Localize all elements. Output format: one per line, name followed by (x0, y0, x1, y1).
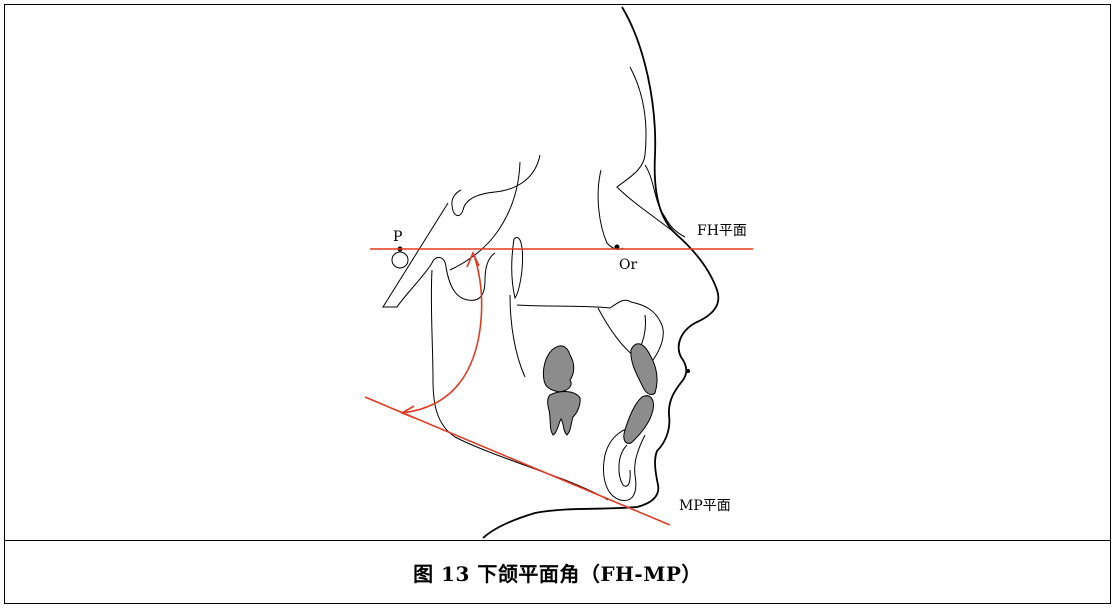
figure-frame: P Or FH平面 MP平面 图 13 下颌平面角（FH-MP） (4, 4, 1111, 604)
diagram-svg: P Or FH平面 MP平面 (364, 6, 753, 539)
sphenoid-contour (449, 161, 521, 271)
orbitale-label: Or (619, 257, 637, 273)
figure-caption: 图 13 下颌平面角（FH-MP） (413, 561, 702, 586)
upper-molar (542, 345, 575, 393)
pharyngeal-line (509, 294, 526, 378)
cephalometric-diagram: P Or FH平面 MP平面 (5, 5, 1110, 541)
pterygoid-plate (511, 237, 523, 300)
nasal-bone-contour (616, 66, 676, 234)
symphysis-contour (603, 424, 646, 502)
fh-plane-label: FH平面 (697, 223, 747, 239)
mp-plane-line (364, 396, 671, 526)
orbit-contour (597, 169, 624, 250)
upper-incisor (630, 343, 658, 396)
mp-plane-label: MP平面 (679, 498, 731, 514)
condyle-contour (431, 252, 496, 301)
porion-circle (391, 251, 409, 269)
angle-arc (401, 254, 483, 414)
lip-point (686, 369, 690, 373)
mandible-ramus (430, 269, 609, 501)
symphysis-inner (618, 444, 631, 487)
glenoid-triangle (382, 202, 449, 308)
lower-incisor (623, 395, 654, 444)
palatal-contour (516, 299, 664, 361)
nasal-inner-contour (644, 164, 686, 238)
cranial-base-contour (451, 154, 541, 217)
lower-molar (547, 391, 581, 436)
arrowhead-left (400, 405, 416, 419)
porion-label: P (393, 229, 402, 245)
soft-tissue-profile (482, 6, 720, 539)
arrowhead-up (466, 251, 480, 268)
